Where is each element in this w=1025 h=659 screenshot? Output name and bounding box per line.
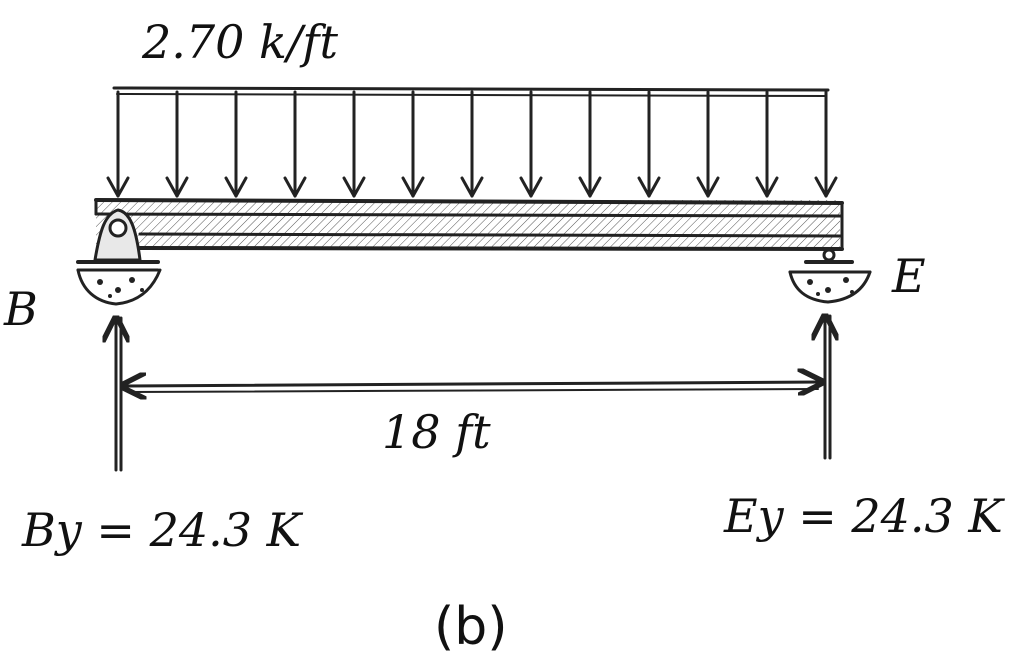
- load-arrow: [401, 90, 425, 198]
- beam: [94, 198, 844, 251]
- load-label: 2.70 k/ft: [141, 15, 338, 69]
- span-label: 18 ft: [382, 405, 491, 459]
- reaction-label-E: Ey = 24.3 K: [723, 489, 1005, 543]
- reaction-arrow-B: [116, 318, 121, 472]
- load-arrow: [106, 90, 130, 198]
- reaction-arrow-E: [825, 316, 830, 460]
- support-B-pin: [76, 208, 162, 306]
- load-arrow: [578, 90, 602, 198]
- load-arrow: [814, 90, 838, 198]
- load-arrows: [106, 90, 838, 198]
- span-dimension: [122, 382, 822, 392]
- load-arrow: [755, 90, 779, 198]
- load-arrow: [342, 90, 366, 198]
- support-label-E: E: [891, 249, 926, 303]
- distributed-load: [106, 86, 838, 198]
- load-arrow: [283, 90, 307, 198]
- support-E-roller: [788, 248, 872, 304]
- support-label-B: B: [3, 282, 38, 336]
- reaction-label-B: By = 24.3 K: [21, 503, 304, 557]
- figure-label: (b): [434, 597, 508, 657]
- load-arrow: [460, 90, 484, 198]
- load-arrow: [637, 90, 661, 198]
- load-arrow: [224, 90, 248, 198]
- load-arrow: [165, 90, 189, 198]
- load-arrow: [519, 90, 543, 198]
- load-arrow: [696, 90, 720, 198]
